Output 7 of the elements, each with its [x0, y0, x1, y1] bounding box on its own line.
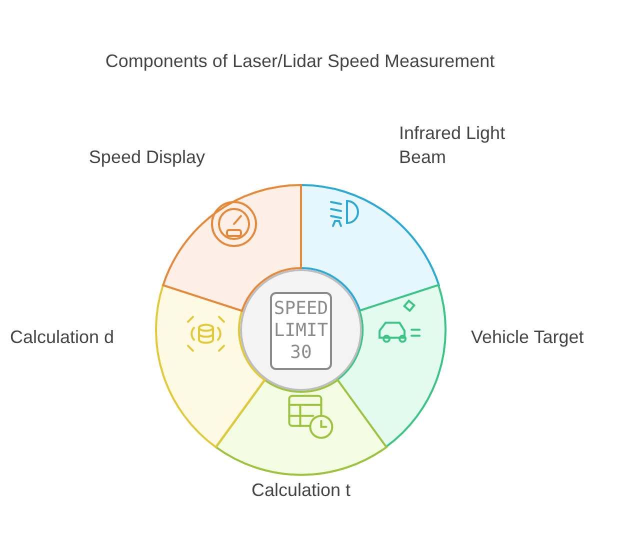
segment-label: Calculation t	[250, 478, 352, 502]
diagram-title: Components of Laser/Lidar Speed Measurement	[104, 50, 496, 73]
segment-label: Speed Display	[88, 146, 205, 169]
speed-limit-sign: SPEED LIMIT 30	[270, 292, 332, 370]
segment-label: Vehicle Target	[470, 326, 585, 349]
segment-label: Infrared Light Beam	[399, 122, 506, 169]
segment-label: Calculation d	[10, 326, 116, 349]
